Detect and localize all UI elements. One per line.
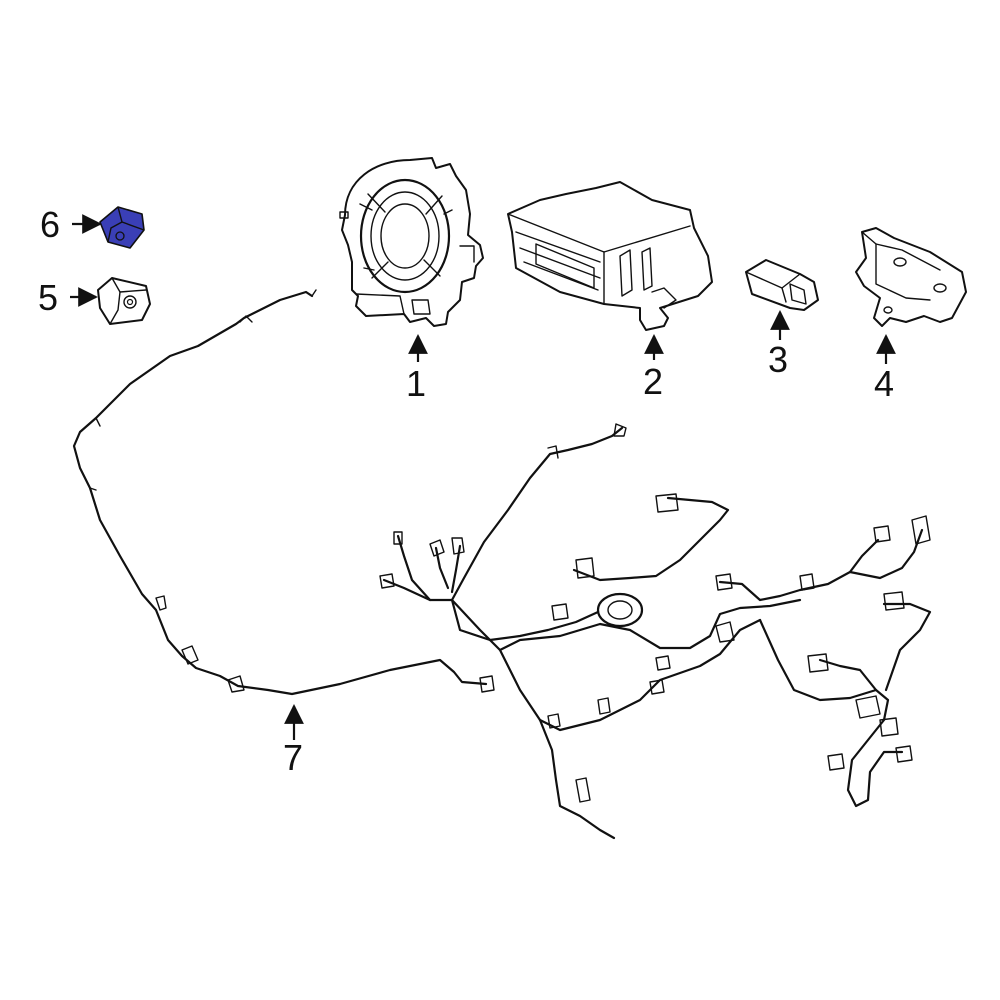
callout-3-label: 3 xyxy=(768,339,788,380)
part-5-sensor-icon[interactable]: 5 xyxy=(38,277,151,325)
callout-1-label: 1 xyxy=(406,363,426,404)
part-3-impact-sensor-icon[interactable]: 3 xyxy=(745,259,819,380)
callout-7-label: 7 xyxy=(283,737,303,778)
callout-2-label: 2 xyxy=(643,361,663,402)
part-4-bracket-icon[interactable]: 4 xyxy=(855,227,967,404)
callout-4-label: 4 xyxy=(874,363,894,404)
part-6-highlighted-sensor-icon[interactable]: 6 xyxy=(40,204,145,249)
callout-5-label: 5 xyxy=(38,277,58,318)
part-7-wiring-harness-icon[interactable]: 7 xyxy=(72,289,932,840)
callout-6-label: 6 xyxy=(40,204,60,245)
part-1-clockspring-icon[interactable]: 1 xyxy=(339,157,484,404)
part-2-control-module-icon[interactable]: 2 xyxy=(507,181,713,402)
